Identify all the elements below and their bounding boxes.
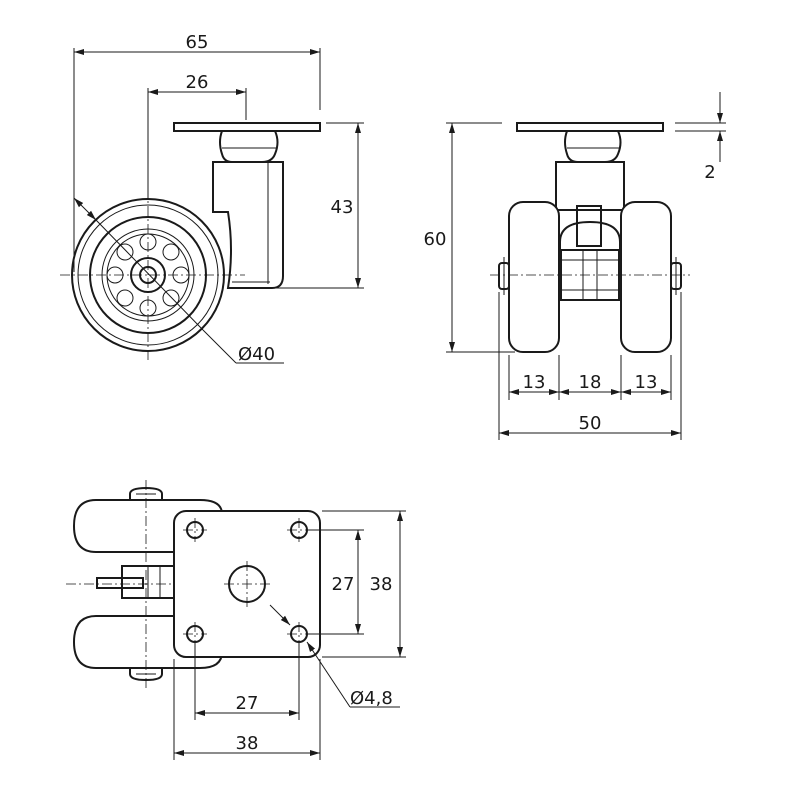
top-wheel-lower (72, 615, 223, 669)
dim-plate-thickness: 2 (704, 162, 715, 183)
dim-offset: 26 (186, 72, 209, 93)
top-view: 27 38 27 38 Ø4,8 (66, 480, 406, 760)
dim-height: 43 (331, 197, 354, 218)
side-swivel-bearing (219, 130, 279, 163)
side-mount-plate (173, 122, 321, 132)
dim-plate-width: 38 (236, 733, 259, 754)
dim-hole-spacing-vertical: 27 (332, 574, 355, 595)
dim-gap: 18 (579, 372, 602, 393)
dim-plate-height: 38 (370, 574, 393, 595)
dim-wheel-width-right: 13 (635, 372, 658, 393)
dim-total-height: 60 (424, 229, 447, 250)
dim-hole-diameter: Ø4,8 (350, 688, 393, 709)
dim-wheel-diameter: Ø40 (238, 344, 275, 365)
dim-total-width: 65 (186, 32, 209, 53)
side-view: 65 26 43 Ø40 (60, 32, 364, 365)
dim-wheel-width-left: 13 (523, 372, 546, 393)
front-wheel-right (620, 201, 672, 353)
front-wheel-left (508, 201, 560, 353)
dim-hole-spacing-horizontal: 27 (236, 693, 259, 714)
front-mount-plate (516, 122, 664, 132)
dim-overall-width: 50 (579, 413, 602, 434)
top-wheel-upper (72, 499, 223, 553)
front-view: 60 2 13 18 13 50 (424, 92, 726, 440)
front-fork (555, 161, 625, 211)
side-fork (212, 161, 284, 289)
